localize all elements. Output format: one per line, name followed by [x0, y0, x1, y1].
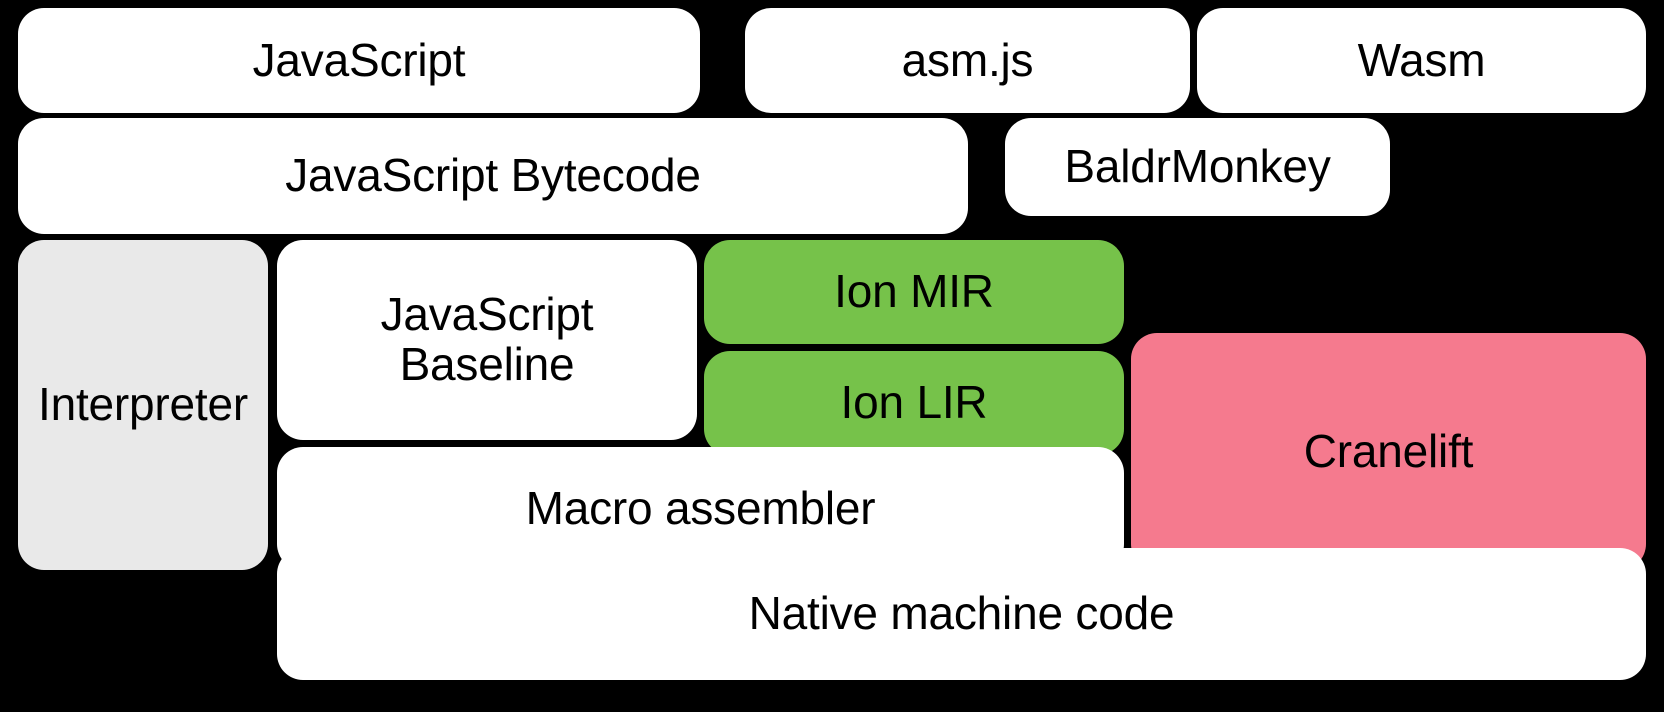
node-wasm[interactable]: Wasm — [1197, 8, 1646, 113]
node-javascript-bytecode[interactable]: JavaScript Bytecode — [18, 118, 968, 234]
node-baldrmonkey[interactable]: BaldrMonkey — [1005, 118, 1390, 216]
node-interpreter[interactable]: Interpreter — [18, 240, 268, 570]
node-javascript[interactable]: JavaScript — [18, 8, 700, 113]
node-cranelift[interactable]: Cranelift — [1131, 333, 1646, 570]
node-ion-lir[interactable]: Ion LIR — [704, 351, 1124, 455]
node-native-machine-code[interactable]: Native machine code — [277, 548, 1646, 680]
node-javascript-baseline[interactable]: JavaScript Baseline — [277, 240, 697, 440]
node-asmjs[interactable]: asm.js — [745, 8, 1190, 113]
node-ion-mir[interactable]: Ion MIR — [704, 240, 1124, 344]
